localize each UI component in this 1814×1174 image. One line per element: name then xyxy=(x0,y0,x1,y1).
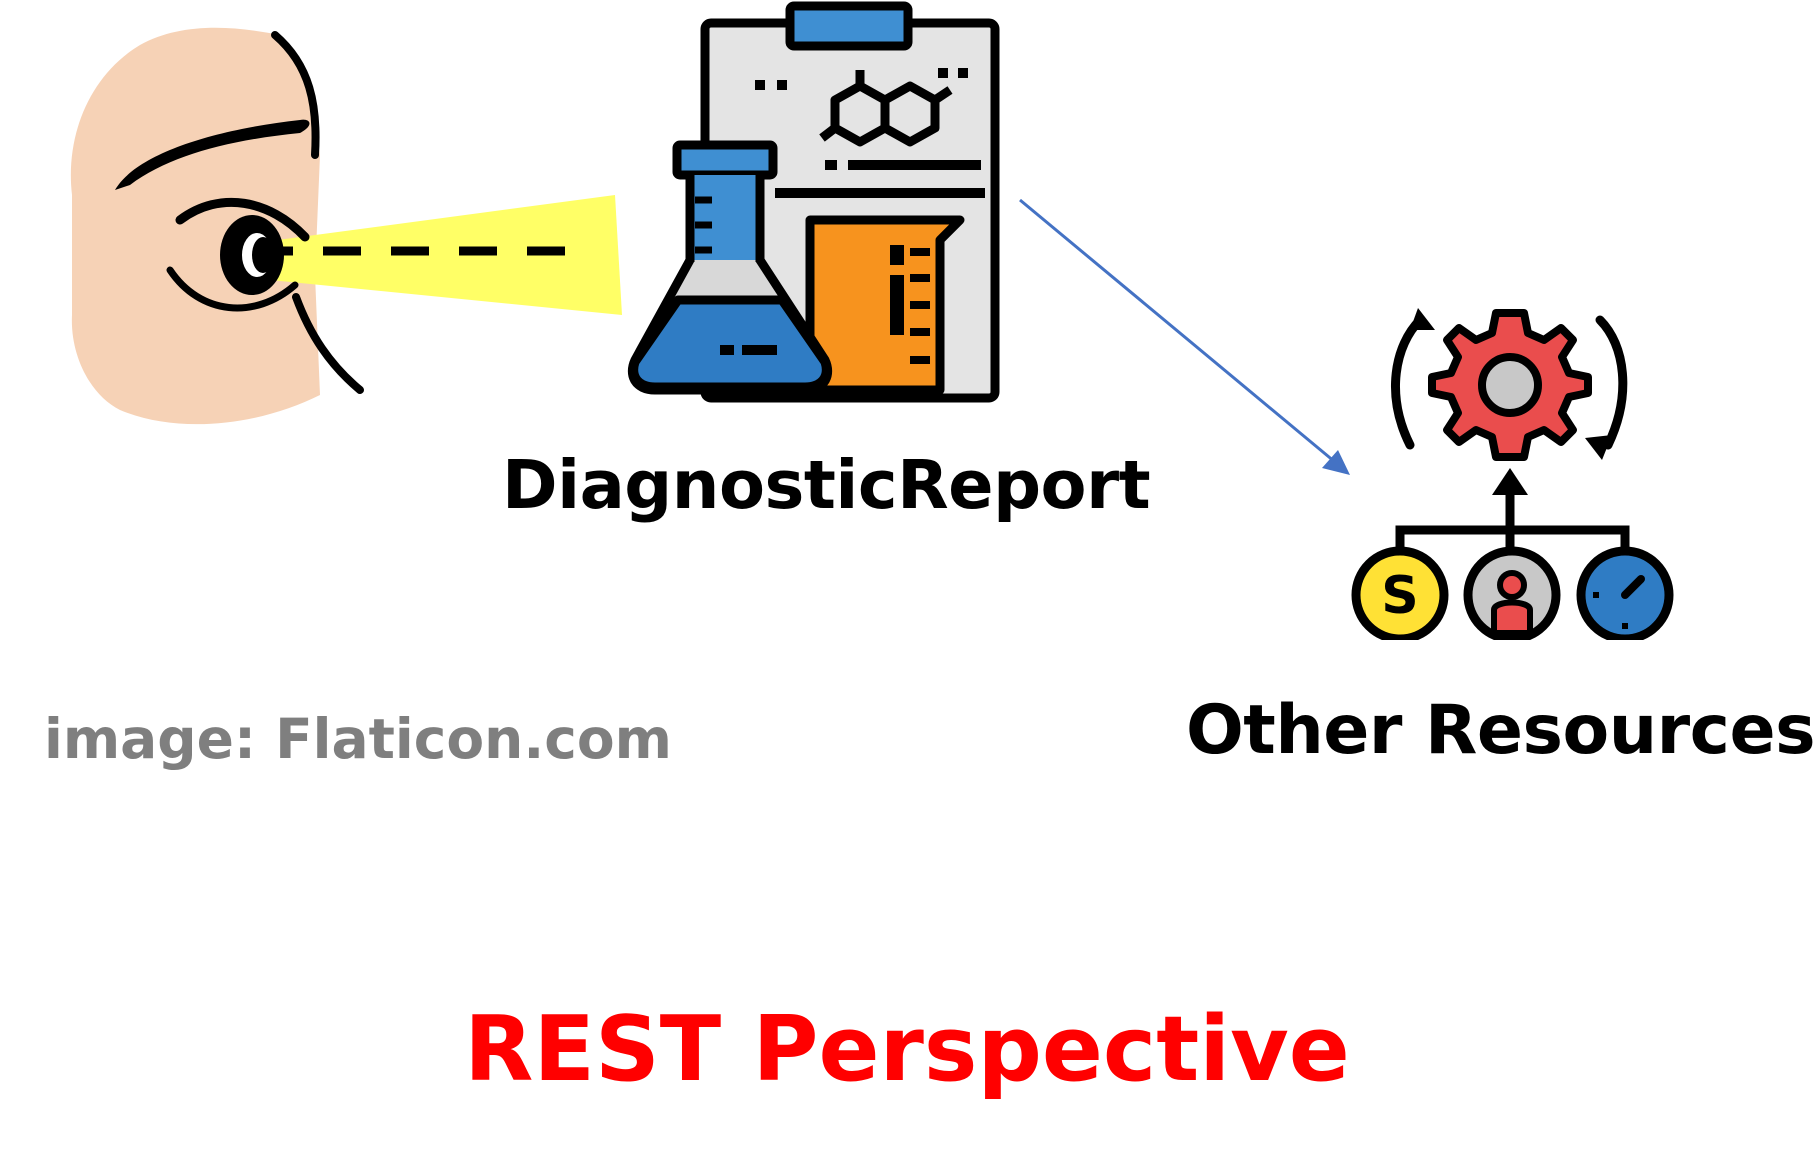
money-circle-icon: S xyxy=(1351,546,1449,640)
diagnostic-report-label: DiagnosticReport xyxy=(502,446,1151,524)
beaker-shape xyxy=(805,215,965,395)
gear-shape xyxy=(1428,309,1592,461)
cheek-contour-stroke xyxy=(292,293,364,394)
lower-lid-stroke xyxy=(166,266,299,312)
eyebrow-stroke xyxy=(115,119,310,190)
other-resources-label: Other Resources xyxy=(1186,691,1814,770)
sight-beam-shape xyxy=(240,195,622,315)
clipboard-clip xyxy=(785,1,913,51)
molecule-hexagons xyxy=(819,70,953,147)
relation-arrow xyxy=(1019,198,1350,475)
flask-liquid xyxy=(633,300,827,387)
gear-hierarchy-icon: S xyxy=(1351,308,1674,640)
rotate-right-arrow xyxy=(1595,315,1628,450)
lid-stroke xyxy=(175,197,310,242)
face-skin-shape xyxy=(70,27,321,425)
svg-text:S: S xyxy=(1381,566,1418,626)
eye-viewing-icon xyxy=(70,27,622,425)
rotate-left-arrow xyxy=(1391,315,1425,450)
image-credit-label: image: Flaticon.com xyxy=(44,707,672,771)
flask-neck-top xyxy=(672,140,778,180)
face-contour-stroke xyxy=(271,31,320,159)
slide-title: REST Perspective xyxy=(464,997,1350,1102)
arrowhead-shape xyxy=(1322,450,1350,475)
clock-circle-icon xyxy=(1576,546,1674,640)
lab-report-icon xyxy=(627,1,1000,403)
person-circle-icon xyxy=(1463,546,1561,640)
